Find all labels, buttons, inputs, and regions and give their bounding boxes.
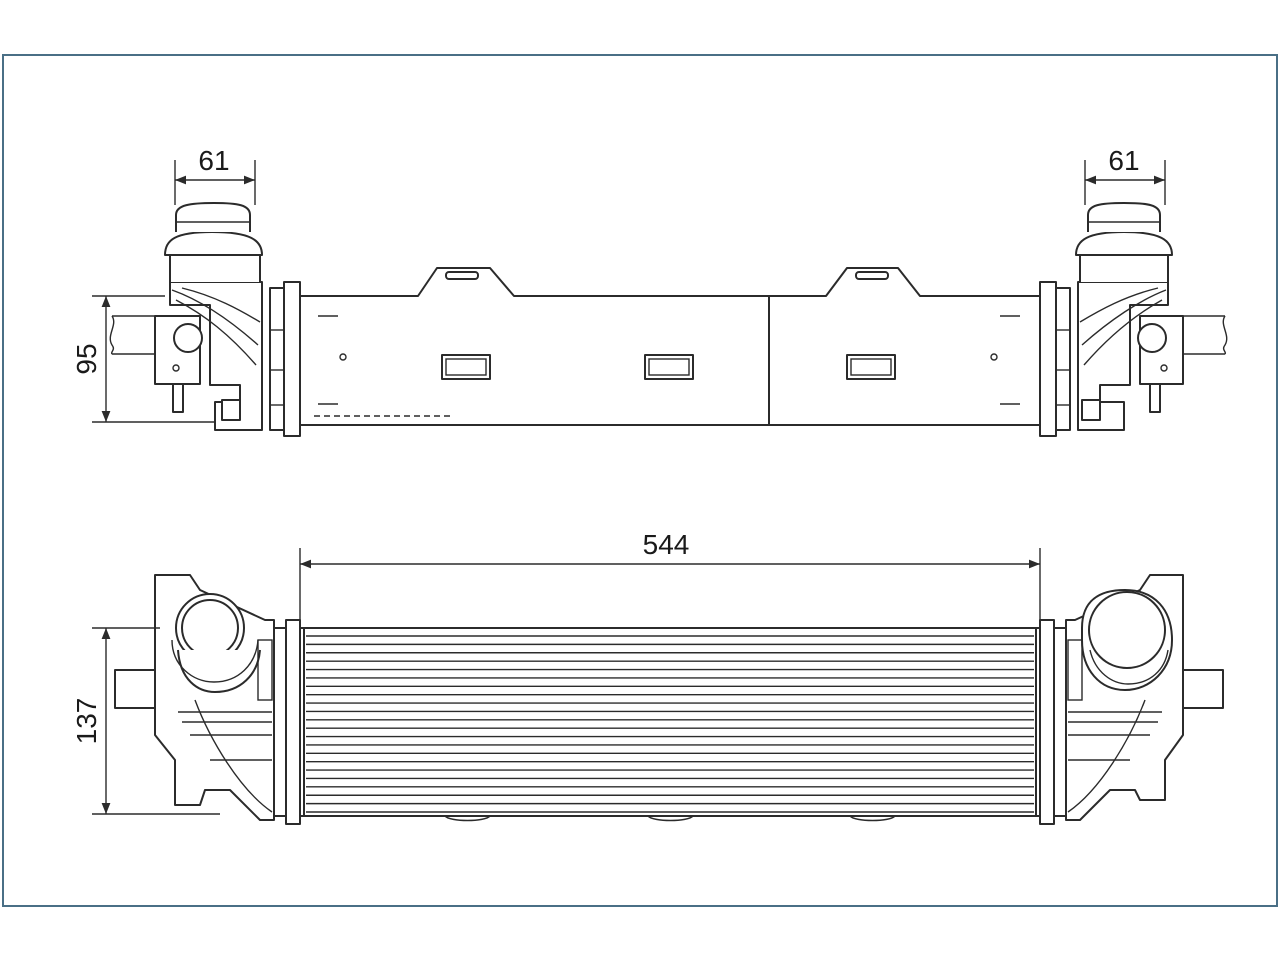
dim-label-bottom-height: 137 <box>71 698 102 745</box>
dim-top-left-width: 61 <box>174 145 256 205</box>
front-left-connector <box>114 574 301 825</box>
dim-top-height: 95 <box>71 295 215 423</box>
dim-label-top-left-width: 61 <box>198 145 229 176</box>
dim-label-top-right-width: 61 <box>1108 145 1139 176</box>
dim-top-right-width: 61 <box>1084 145 1166 205</box>
dim-bottom-height: 137 <box>71 627 220 815</box>
dim-label-top-height: 95 <box>71 343 102 374</box>
dim-overall-length: 544 <box>299 529 1041 620</box>
top-view: 61 61 95 <box>71 145 1228 437</box>
top-left-connector <box>109 202 301 437</box>
front-view: 544 137 <box>71 529 1224 825</box>
dim-label-overall-length: 544 <box>643 529 690 560</box>
front-right-connector <box>1039 574 1224 825</box>
top-right-connector <box>1039 202 1228 437</box>
drawing-border <box>2 54 1278 907</box>
cooling-fins <box>306 635 1034 813</box>
